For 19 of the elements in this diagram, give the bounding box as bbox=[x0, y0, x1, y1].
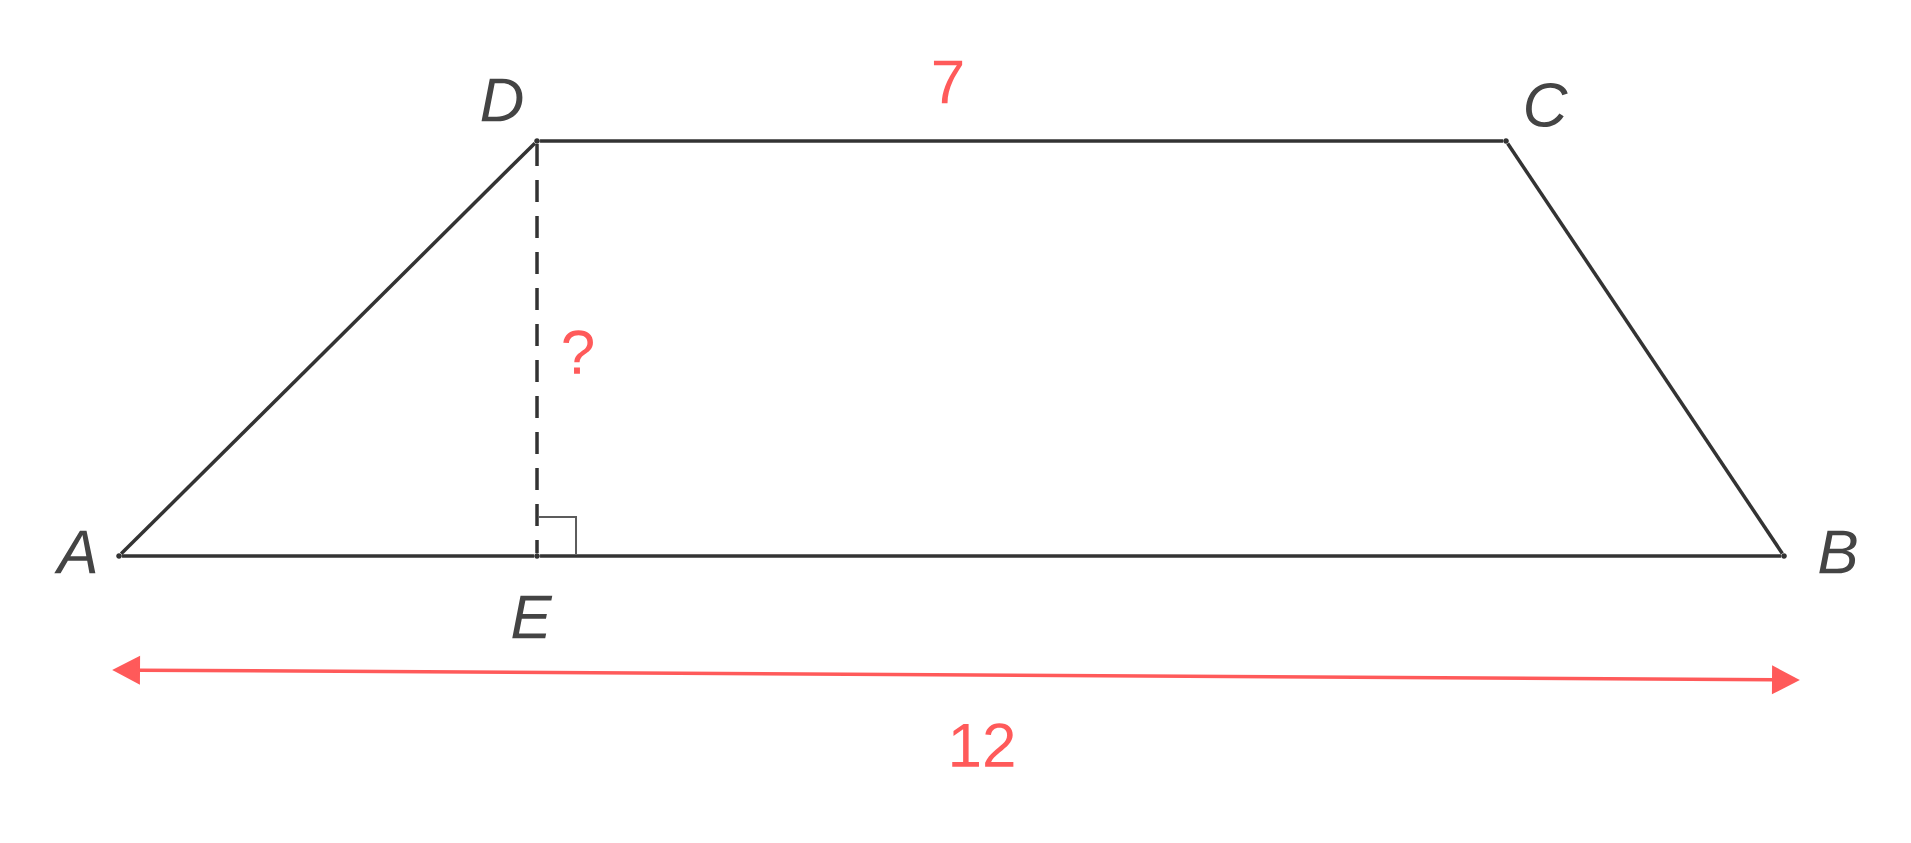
line-segment bbox=[540, 554, 1781, 558]
dimension-label: 12 bbox=[952, 723, 1014, 767]
vertex-point bbox=[1781, 553, 1787, 559]
vertex-point bbox=[534, 553, 540, 559]
vertex-label: B bbox=[1819, 530, 1857, 574]
vertex-point bbox=[534, 138, 540, 144]
vertex-label: A bbox=[54, 530, 96, 574]
edge-label: ? bbox=[563, 330, 593, 374]
vertex-label: D bbox=[481, 78, 523, 122]
vertex-label: E bbox=[512, 595, 553, 639]
vertex-label: C bbox=[1526, 83, 1568, 127]
vertex-point bbox=[116, 553, 122, 559]
line-segment bbox=[119, 141, 537, 556]
line-segment bbox=[1506, 142, 1784, 555]
line-segment bbox=[540, 139, 1503, 143]
edge-label: 7 bbox=[933, 60, 963, 104]
vertex-point bbox=[1503, 138, 1509, 144]
dashed-line bbox=[535, 144, 539, 553]
line-segment bbox=[122, 554, 534, 558]
